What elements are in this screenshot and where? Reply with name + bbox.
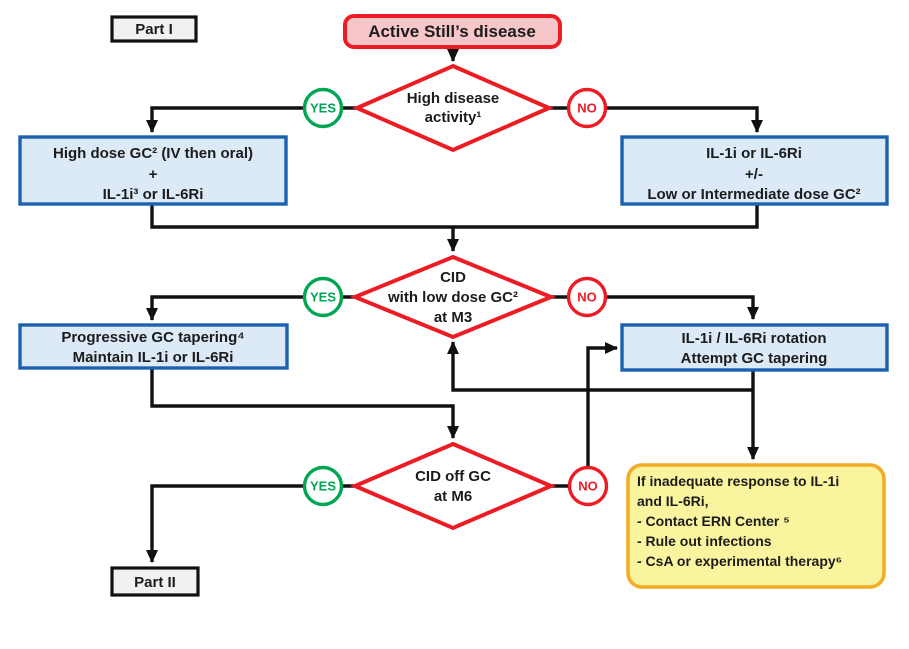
treatment-il1i-il6ri-line1: IL-1i or IL-6Ri: [706, 145, 802, 162]
no-badge-decision1: NO: [566, 87, 608, 129]
decision-cid-m6-line1: CID off GC: [415, 468, 491, 485]
treatment-high-dose-gc-line3: IL-1i³ or IL-6Ri: [103, 186, 204, 203]
yes-badge-decision3-circle: [302, 465, 344, 507]
treatment-rotation-box: [620, 323, 889, 372]
part1-box: [110, 15, 198, 43]
note-inadequate-response: If inadequate response to IL-1i and IL-6…: [626, 463, 886, 589]
connectors: [146, 47, 763, 563]
decision-cid-m3: CID with low dose GC² at M3: [349, 254, 557, 340]
yes-badge-decision3: YES: [302, 465, 344, 507]
start-node: Active Still’s disease: [343, 14, 562, 49]
yes-badge-decision2-circle: [302, 276, 344, 318]
decision-cid-m6-shape: [349, 441, 557, 531]
part1-label: Part I: [135, 21, 173, 38]
decision-high-activity-shape: [352, 63, 554, 153]
note-line1: If inadequate response to IL-1i: [637, 473, 839, 489]
treatment-high-dose-gc-box: [18, 135, 288, 206]
connector-decision3-yes-to-part2: [146, 484, 360, 563]
connector-decision3-no-to-rotation: [552, 348, 617, 488]
decision-cid-m6-line2: at M6: [434, 488, 472, 505]
part2-node: Part II: [110, 566, 200, 597]
decision-cid-m6: CID off GC at M6: [349, 441, 557, 531]
connector-rotation-feedback-to-decision2: [447, 341, 753, 392]
decision-cid-m3-shape: [349, 254, 557, 340]
yes-badge-decision2: YES: [302, 276, 344, 318]
treatment-il1i-il6ri-box: [620, 135, 889, 206]
note-line2: and IL-6Ri,: [637, 493, 709, 509]
treatment-il1i-il6ri-line3: Low or Intermediate dose GC²: [647, 186, 860, 203]
decision-high-activity-line2: activity¹: [425, 109, 482, 126]
no-badge-decision3-circle: [567, 465, 609, 507]
decision-cid-m3-line1: CID: [440, 269, 466, 286]
connector-decision2-no: [548, 295, 759, 320]
connector-decision1-yes: [146, 106, 360, 133]
connector-tapering-to-decision3: [150, 368, 459, 439]
no-badge-decision2-circle: [566, 276, 608, 318]
note-line5: - CsA or experimental therapy⁶: [637, 553, 842, 569]
treatment-rotation-line1: IL-1i / IL-6Ri rotation: [682, 330, 827, 347]
no-badge-decision2-label: NO: [577, 290, 597, 305]
start-label: Active Still’s disease: [368, 22, 536, 41]
yes-badge-decision1: YES: [302, 87, 344, 129]
treatment-il1i-il6ri: IL-1i or IL-6Ri +/- Low or Intermediate …: [620, 135, 889, 206]
part2-box: [110, 566, 200, 597]
connector-merge-row1: [150, 204, 759, 229]
decision-cid-m3-line2: with low dose GC²: [387, 289, 518, 306]
treatment-rotation-line2: Attempt GC tapering: [681, 350, 828, 367]
part1-node: Part I: [110, 15, 198, 43]
yes-badge-decision1-circle: [302, 87, 344, 129]
no-badge-decision1-label: NO: [577, 101, 597, 116]
part2-label: Part II: [134, 574, 176, 591]
no-badge-decision2: NO: [566, 276, 608, 318]
treatment-il1i-il6ri-line2: +/-: [745, 166, 763, 183]
treatment-high-dose-gc: High dose GC² (IV then oral) + IL-1i³ or…: [18, 135, 288, 206]
no-badge-decision3: NO: [567, 465, 609, 507]
treatment-high-dose-gc-line1: High dose GC² (IV then oral): [53, 145, 253, 162]
treatment-gc-tapering-line1: Progressive GC tapering⁴: [61, 329, 244, 346]
no-badge-decision3-label: NO: [578, 479, 598, 494]
no-badge-decision1-circle: [566, 87, 608, 129]
note-line4: - Rule out infections: [637, 533, 772, 549]
decision-high-activity-line1: High disease: [407, 90, 500, 107]
connector-decision1-no: [546, 106, 763, 133]
treatment-gc-tapering-box: [18, 323, 289, 370]
yes-badge-decision1-label: YES: [310, 101, 336, 116]
yes-badge-decision2-label: YES: [310, 290, 336, 305]
connector-decision2-yes: [146, 295, 358, 321]
treatment-gc-tapering: Progressive GC tapering⁴ Maintain IL-1i …: [18, 323, 289, 370]
decision-cid-m3-line3: at M3: [434, 309, 472, 326]
treatment-gc-tapering-line2: Maintain IL-1i or IL-6Ri: [73, 349, 234, 366]
start-box: [343, 14, 562, 49]
note-inadequate-response-box: [626, 463, 886, 589]
treatment-rotation: IL-1i / IL-6Ri rotation Attempt GC taper…: [620, 323, 889, 372]
yes-badge-decision3-label: YES: [310, 479, 336, 494]
decision-high-activity: High disease activity¹: [352, 63, 554, 153]
note-line3: - Contact ERN Center ⁵: [637, 513, 790, 529]
treatment-high-dose-gc-line2: +: [149, 166, 158, 183]
